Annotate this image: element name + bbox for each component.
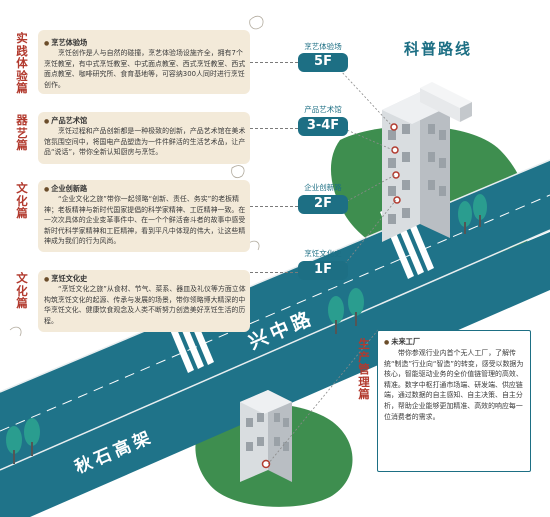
section-body-enterprise: “企业文化之旅”带你一起领略“创新、责任、务实”的老板精神；老板精神与新时代国家… <box>44 195 246 246</box>
floor-pill-3-4f <box>298 117 348 136</box>
future-factory-body: 带你参观行业内首个无人工厂，了解传统“制造”行业向“智造”的转变，感受以数据为核… <box>384 349 524 421</box>
floor-pill-2f <box>298 195 348 214</box>
section-label-future: 生产管理篇 <box>358 337 370 401</box>
road-main <box>0 160 550 470</box>
route-title: 科普路线 <box>404 40 473 58</box>
section-title-history: 烹饪文化史 <box>44 274 87 284</box>
floor-pill-1f <box>298 261 348 280</box>
floor-tag-3-4f: 产品艺术馆 <box>304 105 342 114</box>
floor-tag-2f: 企业创新路 <box>304 183 342 192</box>
section-body-history: “烹饪文化之旅”从食材、节气、菜系、器皿及礼仪等方面立体构筑烹饪文化的起源、传承… <box>44 285 246 325</box>
tree-group-2 <box>458 194 487 234</box>
floor-number-2f: 2F <box>314 196 332 211</box>
future-factory-title: 未来工厂 <box>384 337 420 347</box>
future-factory-card <box>377 330 531 472</box>
floor-number-3-4f: 3-4F <box>306 118 340 133</box>
tree-group-1 <box>328 288 364 334</box>
section-title-enterprise: 企业创新路 <box>44 184 87 194</box>
factory-building <box>240 390 292 482</box>
floor-pill-5f <box>298 53 348 72</box>
section-title-product: 产品艺术馆 <box>44 116 87 126</box>
section-label-cook: 实践体验篇 <box>16 31 28 95</box>
leader-cook <box>250 62 298 63</box>
leader-product <box>250 128 298 129</box>
road-xingzhong <box>0 232 550 517</box>
floor-number-5f: 5F <box>314 54 332 69</box>
section-body-product: 烹饪过程和产品创新都是一种极致的创新，产品艺术馆在美术馆氛围空间中，将国电产品塑… <box>44 127 246 157</box>
museum-building <box>382 82 472 242</box>
tree-group-3 <box>6 418 40 464</box>
section-label-enterprise: 文化篇 <box>16 181 28 220</box>
section-label-product: 器艺篇 <box>16 113 28 152</box>
section-title-cook: 烹艺体验场 <box>44 38 87 48</box>
floor-tag-1f: 烹饪文化史 <box>304 249 342 258</box>
floor-tag-5f: 烹艺体验场 <box>304 42 342 51</box>
section-label-history: 文化篇 <box>16 271 28 310</box>
leader-enterprise <box>250 206 298 207</box>
floor-number-1f: 1F <box>314 262 332 277</box>
leader-history <box>250 272 298 273</box>
section-body-cook: 烹饪创作是人与自然的碰撞，烹艺体验场设施齐全，拥有7个烹饪教室，有中式烹饪教室、… <box>44 49 246 89</box>
